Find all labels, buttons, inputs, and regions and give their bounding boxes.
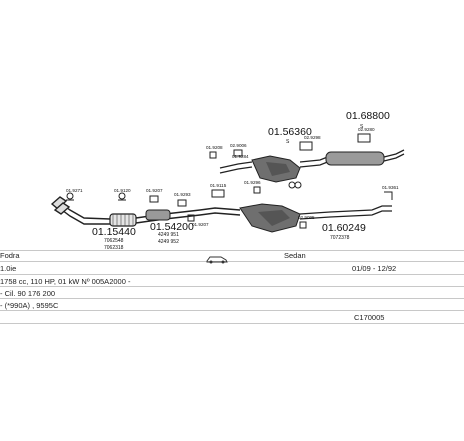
divider bbox=[0, 298, 464, 299]
vehicle-info-table: Fodra 1.0ie Sedan 01/09 - 12/92 1758 cc,… bbox=[0, 250, 464, 325]
clamp-code: 01.9120 bbox=[114, 188, 131, 193]
part-number-end-silencer: 01.68800 bbox=[346, 110, 390, 122]
divider bbox=[0, 250, 464, 251]
exhaust-system-diagram: 01.15440 7062548 7062318 01.54200 4249 9… bbox=[50, 110, 405, 250]
clamp-code: 01.9271 bbox=[66, 188, 83, 193]
divider bbox=[0, 310, 464, 311]
engine-spec: - Cil. 90 176 200 bbox=[0, 289, 56, 298]
divider bbox=[0, 261, 464, 262]
clamp-code: 01.9293 bbox=[174, 192, 191, 197]
clamp-code: 01.9296 bbox=[244, 180, 261, 185]
rear-silencer-lower bbox=[239, 203, 392, 233]
part-number-rear-silencer: 01.60249 bbox=[322, 222, 366, 234]
divider bbox=[0, 323, 464, 324]
clamp-code: 02.9006 bbox=[230, 143, 247, 148]
middle-box bbox=[145, 209, 171, 221]
clamp-code: 01.9207 bbox=[192, 222, 209, 227]
part-number-front-pipe: 01.15440 bbox=[92, 226, 136, 238]
part-number-mid-silencer: 01.56360 bbox=[268, 126, 312, 138]
catalog-reference: C170005 bbox=[354, 313, 385, 322]
clamp-code: 01.9207 bbox=[146, 188, 163, 193]
production-years: 01/09 - 12/92 bbox=[352, 264, 397, 273]
s-mark: S bbox=[360, 124, 364, 130]
clamp-code: 01.9284 bbox=[232, 154, 249, 159]
part-oe-number: 4249 952 bbox=[158, 239, 179, 245]
clamp-code: 02.9095 bbox=[298, 215, 315, 220]
divider bbox=[0, 274, 464, 275]
divider bbox=[0, 286, 464, 287]
front-downpipe bbox=[50, 196, 111, 225]
upper-pipe bbox=[219, 161, 253, 174]
clamp-code: 01.9361 bbox=[382, 185, 399, 190]
s-mark: S bbox=[286, 139, 290, 145]
end-silencer bbox=[325, 149, 405, 166]
rear-silencer-upper bbox=[251, 155, 301, 183]
part-oe-number: 7072378 bbox=[330, 235, 350, 241]
clamp-code: 01.9115 bbox=[210, 183, 227, 188]
clamp-code: 02.9280 bbox=[358, 127, 375, 132]
car-icon bbox=[206, 256, 228, 264]
part-oe-number: 4249 951 bbox=[158, 232, 179, 238]
clamp-code: 01.9208 bbox=[206, 145, 223, 150]
part-number-intermediate: 01.54200 bbox=[150, 221, 194, 233]
clamp-icon bbox=[66, 133, 393, 229]
engine-spec: - (*990A) , 9595C bbox=[0, 301, 59, 310]
part-oe-number: 7062318 bbox=[104, 245, 124, 250]
part-oe-number: 7062548 bbox=[104, 238, 124, 244]
body-type: Sedan bbox=[284, 251, 306, 260]
model-name: Fodra bbox=[0, 251, 20, 260]
engine-label: 1.0ie bbox=[0, 264, 17, 273]
flex-section bbox=[109, 213, 137, 227]
clamp-code: 02.9298 bbox=[304, 135, 321, 140]
engine-spec: 1758 cc, 110 HP, 01 kW Nº 005A2000 - bbox=[0, 277, 131, 286]
